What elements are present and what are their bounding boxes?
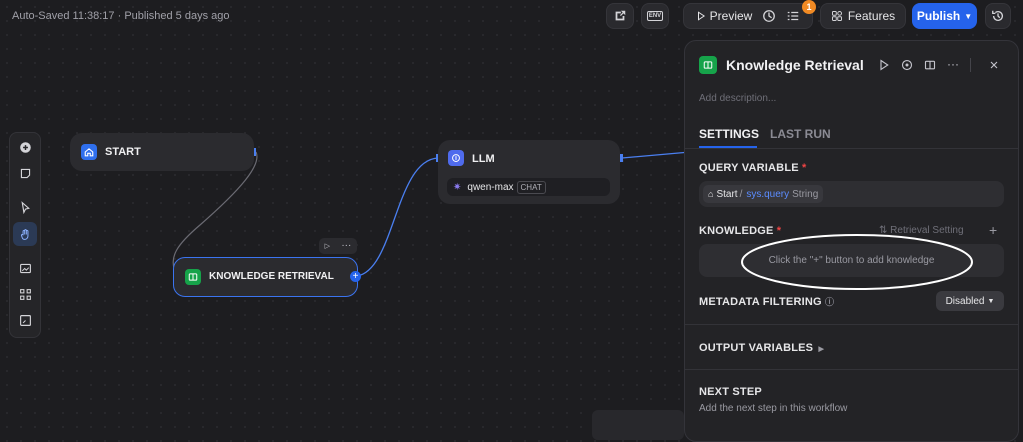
tab-last-run[interactable]: LAST RUN (770, 127, 831, 141)
canvas-toolbar (9, 132, 41, 338)
play-icon (697, 11, 705, 21)
more-icon[interactable]: ··· (947, 57, 959, 71)
organize-icon[interactable] (17, 286, 33, 302)
section-divider (685, 369, 1018, 370)
knowledge-retrieval-node[interactable]: KNOWLEDGE RETRIEVAL + (173, 257, 361, 297)
more-icon[interactable]: ··· (341, 240, 352, 251)
note-icon[interactable] (17, 165, 33, 181)
autosave-status: Auto-Saved 11:38:17 · Published 5 days a… (12, 10, 230, 22)
knowledge-node-title: KNOWLEDGE RETRIEVAL (209, 271, 334, 282)
version-history-button[interactable] (985, 3, 1011, 29)
output-variables-toggle[interactable]: OUTPUT VARIABLES ▶ (699, 342, 825, 354)
env-icon: ENV (646, 11, 664, 21)
close-icon[interactable] (987, 58, 1001, 72)
run-group: Preview (683, 3, 813, 29)
add-node-icon[interactable] (17, 139, 33, 155)
metadata-filtering-select[interactable]: Disabled ▼ (936, 291, 1004, 311)
next-step-label: NEXT STEP (699, 386, 762, 398)
node-actions: ▷ ··· (319, 238, 357, 254)
hand-icon[interactable] (13, 222, 37, 246)
tabs-divider (685, 148, 1018, 149)
share-button[interactable] (606, 3, 634, 29)
variable-tag: ⌂ Start / sys.query String (703, 185, 824, 203)
llm-node-title: LLM (472, 153, 495, 165)
model-provider-icon: ✷ (453, 181, 462, 193)
info-icon: ⓘ (825, 297, 835, 307)
history-icon (992, 10, 1004, 22)
home-icon: ⌂ (708, 189, 714, 199)
knowledge-empty-hint: Click the "+" button to add knowledge (768, 255, 935, 266)
tab-settings[interactable]: SETTINGS (699, 127, 760, 141)
panel-divider-vertical (970, 58, 971, 72)
run-node-icon[interactable]: ▷ (324, 243, 331, 250)
share-icon (615, 10, 626, 21)
run-step-icon[interactable] (877, 58, 891, 72)
query-variable-field[interactable]: ⌂ Start / sys.query String (699, 181, 1004, 207)
minimap (592, 410, 684, 440)
retrieval-setting-button[interactable]: ⇅ Retrieval Setting (879, 225, 964, 236)
edge-start-knowledge (172, 151, 258, 277)
node-settings-panel: Knowledge Retrieval ··· Add description.… (684, 40, 1019, 442)
llm-node[interactable]: LLM ✷ qwen-max CHAT (438, 140, 620, 204)
start-node-title: START (105, 146, 141, 158)
chevron-right-icon: ▶ (818, 346, 825, 353)
checklist-badge: 1 (802, 0, 816, 14)
features-icon (831, 11, 842, 21)
llm-mode-chip: CHAT (516, 180, 546, 194)
docs-icon[interactable] (923, 58, 937, 72)
tab-settings-underline (699, 146, 757, 148)
metadata-filtering-label: METADATA FILTERING ⓘ (699, 296, 835, 308)
query-variable-label: QUERY VARIABLE * (699, 162, 807, 174)
book-icon (699, 56, 717, 74)
minimap-icon[interactable] (17, 312, 33, 328)
highlight-ellipse (741, 234, 973, 290)
features-button[interactable]: Features (820, 3, 906, 29)
knowledge-label: KNOWLEDGE * (699, 225, 782, 237)
home-icon (81, 144, 97, 160)
chevron-down-icon: ▼ (987, 297, 995, 305)
next-step-desc: Add the next step in this workflow (699, 403, 848, 414)
add-knowledge-button[interactable]: + (989, 222, 998, 238)
chevron-down-icon: ▼ (964, 11, 973, 21)
export-image-icon[interactable] (17, 260, 33, 276)
preview-button[interactable]: Preview (696, 9, 752, 23)
env-button[interactable]: ENV (641, 3, 669, 29)
description-input[interactable]: Add description... (699, 93, 777, 104)
add-next-node-icon[interactable]: + (350, 271, 361, 282)
help-icon[interactable] (900, 58, 914, 72)
section-divider (685, 324, 1018, 325)
llm-model-name: qwen-max (467, 181, 514, 193)
llm-icon (448, 150, 464, 166)
settings-icon: ⇅ (879, 225, 888, 236)
book-icon (185, 269, 201, 285)
edge-llm-next (621, 151, 691, 159)
pointer-icon[interactable] (17, 199, 33, 215)
start-node[interactable]: START (70, 133, 254, 171)
publish-button[interactable]: Publish ▼ (912, 3, 977, 29)
llm-model-row: ✷ qwen-max CHAT (447, 178, 610, 196)
panel-title[interactable]: Knowledge Retrieval (726, 57, 864, 73)
connections (172, 148, 691, 277)
checklist-icon[interactable] (786, 9, 800, 23)
edge-knowledge-llm (356, 157, 439, 277)
history-run-icon[interactable] (762, 9, 776, 23)
